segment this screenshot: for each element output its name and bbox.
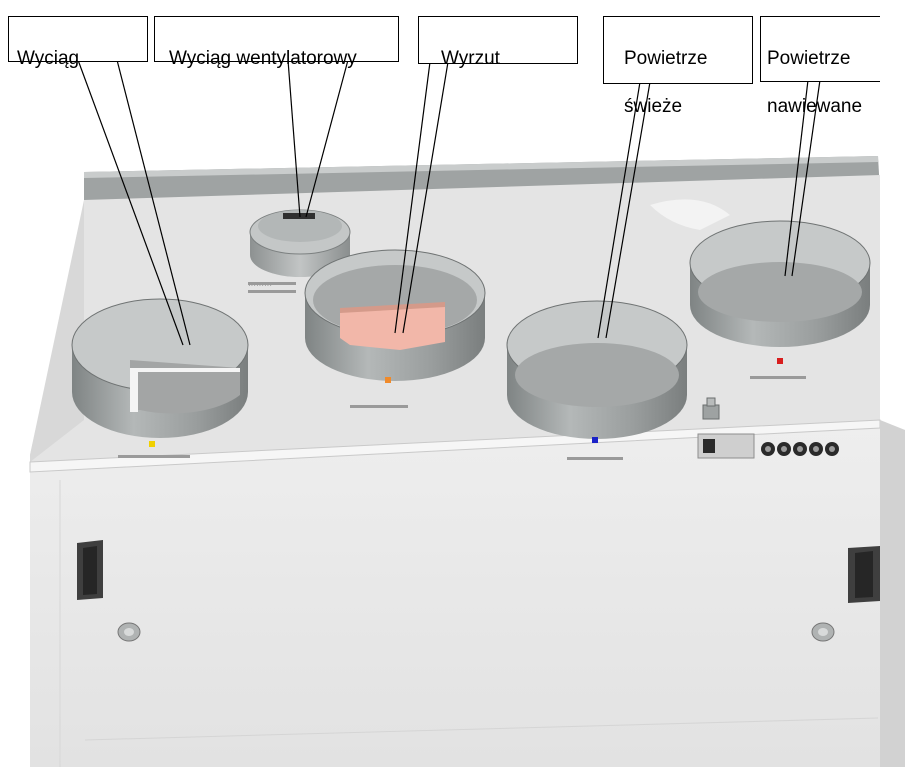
- port-markings: [118, 282, 806, 460]
- exhaust-filter-highlight: [340, 306, 445, 350]
- right-screw: [811, 622, 835, 642]
- callout-powietrze-swieze-line1: Powietrze: [624, 48, 708, 69]
- callout-wyciag: Wyciąg: [8, 16, 148, 69]
- exhaust-duct: [304, 249, 486, 381]
- callout-powietrze-nawiewane-line2: nawiewane: [767, 96, 863, 117]
- unit-front-body: [30, 420, 905, 767]
- unit-right-side: [880, 420, 905, 767]
- right-handle: [848, 546, 880, 603]
- fresh-air-marker: [592, 437, 598, 443]
- left-screw: [117, 622, 141, 642]
- callout-wyciag-text: Wyciąg: [17, 48, 80, 69]
- control-panel: [697, 433, 755, 459]
- callout-wyciag-wentylatorowy: Wyciąg wentylatorowy: [154, 16, 399, 69]
- leader-lines: [77, 59, 821, 346]
- fresh-air-duct: [506, 300, 688, 439]
- supply-air-duct: [689, 220, 871, 347]
- fan-exhaust-marking: ·········: [248, 281, 272, 290]
- callout-wyciag-wentylatorowy-text: Wyciąg wentylatorowy: [169, 48, 357, 69]
- callout-wyrzut-text: Wyrzut: [441, 48, 500, 69]
- connector-row-inner: [765, 446, 835, 452]
- exhaust-marker: [385, 377, 391, 383]
- callout-powietrze-nawiewane-line1: Powietrze: [767, 48, 851, 69]
- callout-wyrzut: Wyrzut: [418, 16, 578, 69]
- fan-exhaust-outlet: [249, 209, 351, 277]
- extract-marker: [149, 441, 155, 447]
- left-handle: [77, 540, 103, 600]
- valve-fitting: [702, 397, 720, 420]
- top-panel-cutout: [650, 199, 730, 230]
- callout-powietrze-swieze: Powietrze świeże: [603, 16, 753, 117]
- callout-powietrze-nawiewane: Powietrze nawiewane: [760, 16, 880, 117]
- top-panel-left-edge: [30, 200, 84, 462]
- extract-duct: [71, 298, 249, 438]
- callout-powietrze-swieze-line2: świeże: [624, 96, 683, 117]
- supply-air-marker: [777, 358, 783, 364]
